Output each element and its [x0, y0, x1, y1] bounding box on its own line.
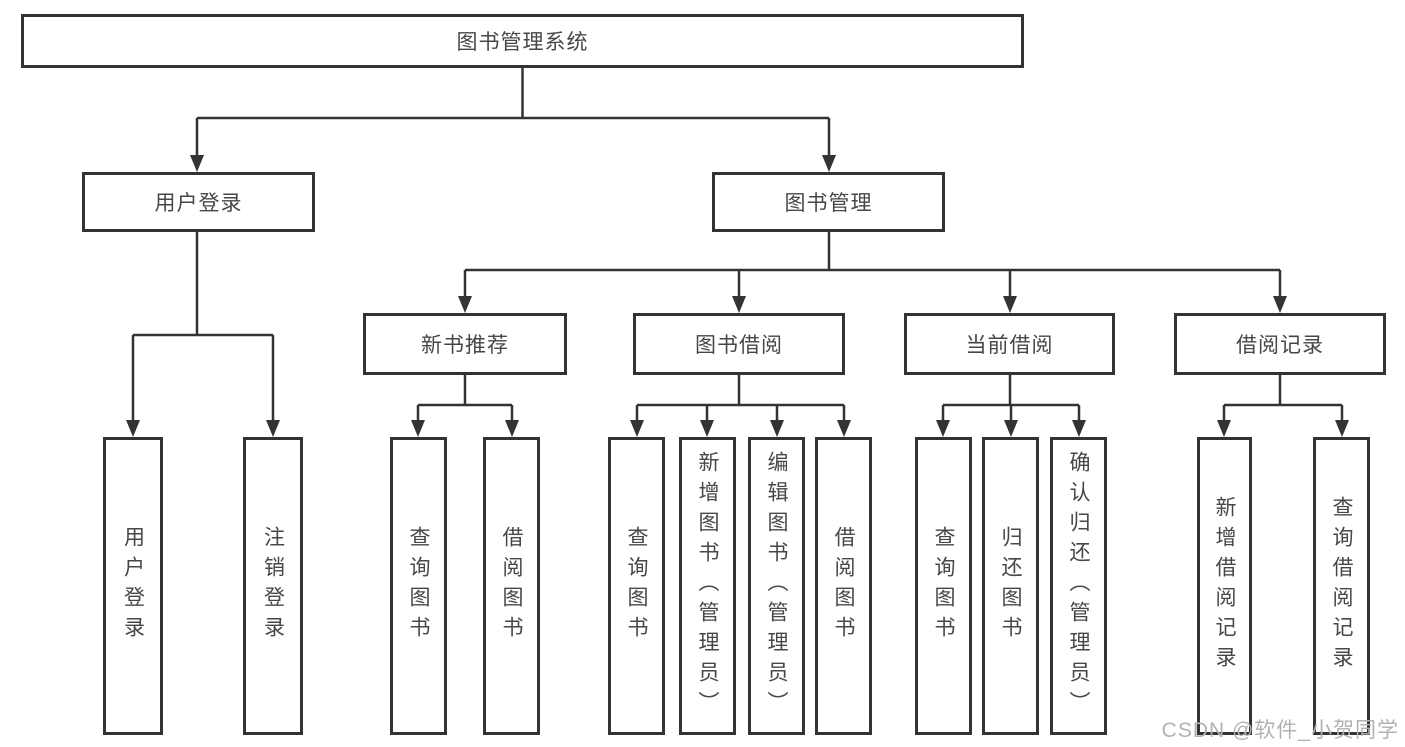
node-label: 归还图书 [999, 526, 1022, 646]
node-library-management-system: 图书管理系统 [21, 14, 1024, 68]
node-leaf-borrow-borrow-books: 借阅图书 [815, 437, 872, 735]
node-label: 借阅记录 [1236, 334, 1324, 357]
node-label: 新书推荐 [421, 334, 509, 357]
node-label: 注销登录 [261, 526, 285, 646]
node-leaf-user-login: 用户登录 [103, 437, 163, 735]
node-leaf-recommend-query-books: 查询图书 [390, 437, 447, 735]
node-label: 新增图书（管理员） [696, 451, 719, 721]
node-leaf-current-query-books: 查询图书 [915, 437, 972, 735]
node-current-borrow: 当前借阅 [904, 313, 1115, 375]
node-user-login: 用户登录 [82, 172, 315, 232]
node-label: 查询借阅记录 [1330, 496, 1353, 676]
node-book-management: 图书管理 [712, 172, 945, 232]
node-label: 新增借阅记录 [1213, 496, 1236, 676]
node-leaf-confirm-return-admin: 确认归还（管理员） [1050, 437, 1107, 735]
watermark: CSDN @软件_小贺同学 [1161, 719, 1399, 742]
node-leaf-edit-books-admin: 编辑图书（管理员） [748, 437, 805, 735]
node-leaf-add-books-admin: 新增图书（管理员） [679, 437, 736, 735]
node-label: 图书管理系统 [456, 31, 589, 54]
node-leaf-recommend-borrow-books: 借阅图书 [483, 437, 540, 735]
node-book-borrow: 图书借阅 [633, 313, 845, 375]
node-borrow-records: 借阅记录 [1174, 313, 1386, 375]
node-leaf-add-borrow-record: 新增借阅记录 [1197, 437, 1252, 735]
node-label: 编辑图书（管理员） [765, 451, 788, 721]
node-label: 查询图书 [407, 526, 430, 646]
node-label: 查询图书 [625, 526, 648, 646]
node-label: 当前借阅 [965, 334, 1054, 357]
node-label: 图书借阅 [695, 334, 783, 357]
node-leaf-query-borrow-record: 查询借阅记录 [1313, 437, 1370, 735]
node-label: 借阅图书 [832, 526, 855, 646]
node-label: 图书管理 [784, 192, 873, 215]
node-label: 用户登录 [154, 192, 243, 215]
node-label: 查询图书 [932, 526, 955, 646]
node-label: 用户登录 [121, 526, 145, 646]
node-leaf-borrow-query-books: 查询图书 [608, 437, 665, 735]
node-label: 确认归还（管理员） [1067, 451, 1090, 721]
node-leaf-return-books: 归还图书 [982, 437, 1039, 735]
node-leaf-logout: 注销登录 [243, 437, 303, 735]
node-new-book-recommend: 新书推荐 [363, 313, 567, 375]
node-label: 借阅图书 [500, 526, 523, 646]
